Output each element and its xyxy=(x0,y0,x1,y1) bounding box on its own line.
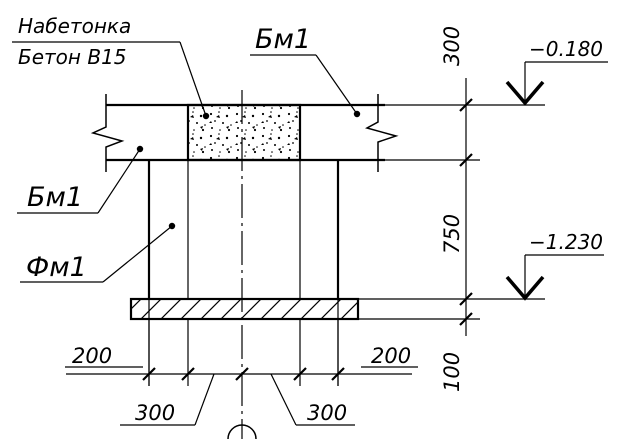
vertical-dim-middle: 750 xyxy=(440,214,464,254)
callout-beam-top: Бм1 xyxy=(255,24,311,55)
callout-fill-line2: Бетон B15 xyxy=(18,45,127,69)
elevation-bottom-label: −1.230 xyxy=(529,230,603,254)
horizontal-dim-left-outer: 200 xyxy=(72,344,112,368)
level-marker-bottom xyxy=(480,254,604,301)
vertical-dimension-ticks xyxy=(459,98,473,326)
horizontal-dim-right-inner: 300 xyxy=(307,401,347,425)
level-marker-top xyxy=(480,61,608,106)
break-line-left xyxy=(90,94,125,172)
callout-foundation: Фм1 xyxy=(26,252,87,283)
footing-slab xyxy=(129,297,360,321)
callout-beam-left: Бм1 xyxy=(27,182,83,213)
axis-bubble-mark xyxy=(227,424,257,440)
horizontal-dim-right-outer: 200 xyxy=(371,344,411,368)
elevation-top-label: −0.180 xyxy=(529,37,603,61)
callout-fill-line1: Набетонка xyxy=(18,14,131,38)
vertical-extension-lines xyxy=(358,104,480,320)
vertical-dim-top: 300 xyxy=(440,26,464,66)
horizontal-dimension-ticks xyxy=(142,367,345,381)
vertical-dim-bottom: 100 xyxy=(440,352,464,392)
break-line-right xyxy=(365,94,399,172)
horizontal-dim-left-inner: 300 xyxy=(135,401,175,425)
pedestal xyxy=(147,160,340,299)
leader-lines xyxy=(12,41,418,426)
